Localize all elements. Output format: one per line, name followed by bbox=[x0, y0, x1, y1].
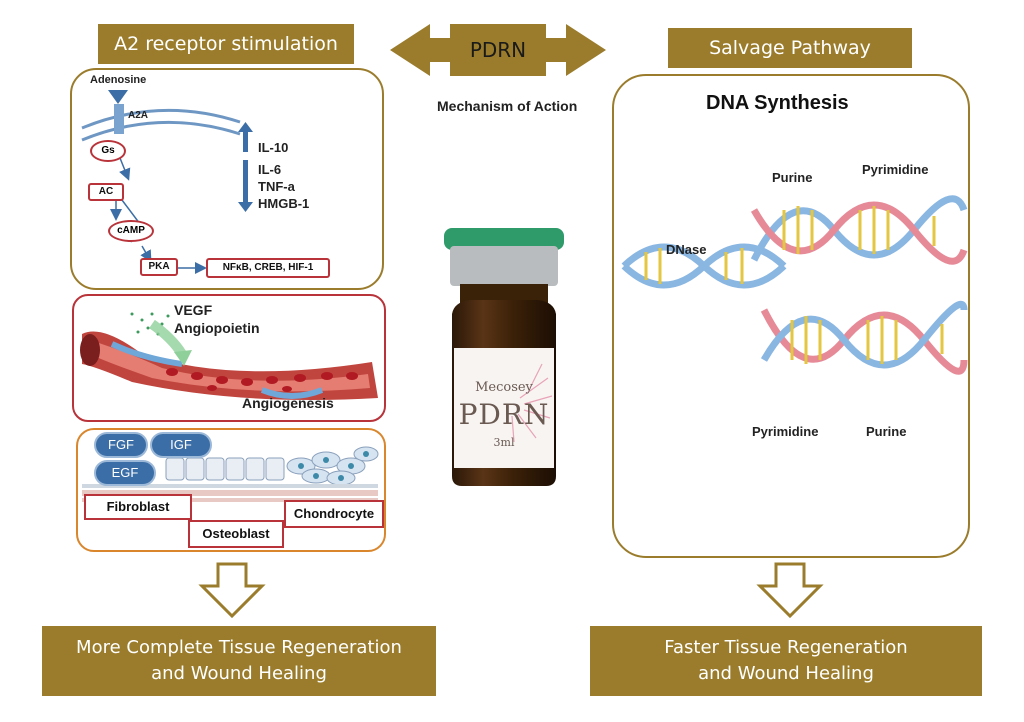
angiopoietin-label: Angiopoietin bbox=[174, 320, 260, 336]
dna-synthesis-panel bbox=[612, 74, 970, 558]
targets-label: NFκB, CREB, HIF-1 bbox=[222, 262, 314, 273]
dna-helix-illustration bbox=[621, 195, 968, 375]
pyrimidine-bottom-label: Pyrimidine bbox=[752, 424, 819, 439]
pka-label: PKA bbox=[148, 261, 170, 272]
pdrn-center-box: PDRN bbox=[450, 24, 546, 76]
egf-label: EGF bbox=[111, 465, 139, 480]
angiogenesis-label: Angiogenesis bbox=[242, 395, 334, 411]
osteoblast-label: Osteoblast bbox=[202, 526, 270, 541]
ac-node: AC bbox=[88, 183, 124, 201]
adenosine-label: Adenosine bbox=[90, 74, 147, 86]
pdrn-vial-illustration bbox=[444, 228, 564, 486]
osteoblast-box: Osteoblast bbox=[188, 520, 284, 548]
vial-volume: 3ml bbox=[493, 436, 515, 449]
hmgb1-label: HMGB-1 bbox=[258, 196, 310, 211]
tnfa-label: TNF-a bbox=[258, 179, 295, 194]
igf-label: IGF bbox=[170, 437, 192, 452]
camp-node: cAMP bbox=[108, 220, 154, 242]
gs-node: Gs bbox=[90, 140, 126, 162]
camp-label: cAMP bbox=[117, 225, 145, 236]
left-outcome-line1: More Complete Tissue Regeneration bbox=[76, 637, 402, 658]
right-outcome-bar: Faster Tissue Regeneration and Wound Hea… bbox=[590, 626, 982, 696]
vial-product: PDRN bbox=[458, 398, 550, 431]
right-title-bar: Salvage Pathway bbox=[668, 28, 912, 68]
pyrimidine-top-label: Pyrimidine bbox=[862, 162, 929, 177]
gs-label: Gs bbox=[101, 145, 115, 156]
igf-badge: IGF bbox=[150, 432, 212, 458]
il10-label: IL-10 bbox=[258, 140, 289, 155]
right-down-arrow-icon bbox=[756, 562, 824, 619]
chondrocyte-label: Chondrocyte bbox=[293, 506, 375, 521]
receptor-label: A2A bbox=[128, 110, 149, 121]
fgf-label: FGF bbox=[108, 437, 134, 452]
vial-brand: Mecosey bbox=[475, 380, 533, 395]
left-outcome-bar: More Complete Tissue Regeneration and Wo… bbox=[42, 626, 436, 696]
right-outcome-line2: and Wound Healing bbox=[698, 663, 874, 684]
blood-vessel-illustration bbox=[80, 312, 378, 400]
il6-label: IL-6 bbox=[258, 162, 282, 177]
dnase-label: DNase bbox=[666, 242, 707, 257]
left-down-arrow-icon bbox=[198, 562, 266, 619]
purine-bottom-label: Purine bbox=[866, 424, 907, 439]
dna-title: DNA Synthesis bbox=[706, 92, 849, 114]
left-outcome-line2: and Wound Healing bbox=[151, 663, 327, 684]
left-title: A2 receptor stimulation bbox=[114, 33, 338, 55]
fgf-badge: FGF bbox=[94, 432, 148, 458]
targets-node: NFκB, CREB, HIF-1 bbox=[206, 258, 330, 278]
chondrocyte-box: Chondrocyte bbox=[284, 500, 384, 528]
left-title-bar: A2 receptor stimulation bbox=[98, 24, 354, 64]
center-subtitle: Mechanism of Action bbox=[437, 98, 578, 114]
center-title: PDRN bbox=[469, 38, 527, 62]
fibroblast-box: Fibroblast bbox=[84, 494, 192, 520]
receptor-membrane bbox=[81, 90, 253, 274]
egf-badge: EGF bbox=[94, 460, 156, 486]
ac-label: AC bbox=[98, 186, 114, 197]
epithelial-cells-illustration bbox=[82, 446, 379, 502]
right-outcome-line1: Faster Tissue Regeneration bbox=[664, 637, 908, 658]
right-title: Salvage Pathway bbox=[709, 37, 871, 59]
fibroblast-label: Fibroblast bbox=[106, 499, 170, 514]
vegf-label: VEGF bbox=[174, 302, 213, 318]
purine-top-label: Purine bbox=[772, 170, 813, 185]
pka-node: PKA bbox=[140, 258, 178, 276]
